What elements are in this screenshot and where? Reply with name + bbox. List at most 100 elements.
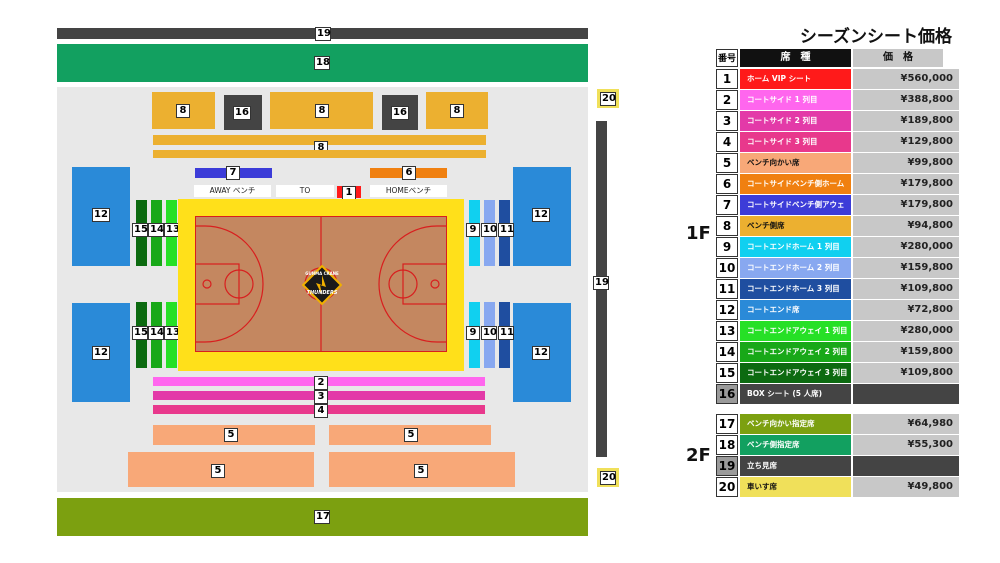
section-10-top-label: 10 <box>481 223 497 237</box>
row-price: ¥159,800 <box>853 342 959 362</box>
logo-text-top: GUNMA CRANE <box>305 271 339 276</box>
section-9-bottom-label: 9 <box>466 326 480 340</box>
row-seat-name: コートエンドアウェイ 2 列目 <box>740 342 851 362</box>
section-8-row[interactable] <box>153 135 486 145</box>
row-number: 16 <box>716 384 738 404</box>
row-seat-name: 車いす席 <box>740 477 851 497</box>
row-price: ¥189,800 <box>853 111 959 131</box>
row-seat-name: 立ち見席 <box>740 456 851 476</box>
row-number: 9 <box>716 237 738 257</box>
section-5-outer-right-label: 5 <box>414 464 428 478</box>
row-number: 1 <box>716 69 738 89</box>
row-seat-name: コートエンドホーム 3 列目 <box>740 279 851 299</box>
header-price: 価 格 <box>853 49 943 67</box>
away-bench: AWAY ベンチ <box>194 185 271 197</box>
row-price: ¥72,800 <box>853 300 959 320</box>
section-15-top-label: 15 <box>132 223 148 237</box>
header-seat: 席 種 <box>740 49 851 67</box>
home-bench: HOMEベンチ <box>370 185 447 197</box>
row-seat-name: ベンチ向かい指定席 <box>740 414 851 434</box>
section-8-center-label: 8 <box>315 104 329 118</box>
row-number: 10 <box>716 258 738 278</box>
floor-2f-label: 2F <box>686 445 711 466</box>
row-price: ¥179,800 <box>853 195 959 215</box>
section-8-row-2[interactable] <box>153 150 486 158</box>
section-16-right-label: 16 <box>391 106 409 120</box>
section-20-top-label: 20 <box>600 92 616 106</box>
section-15-bottom-label: 15 <box>132 326 148 340</box>
row-price: ¥280,000 <box>853 321 959 341</box>
row-number: 2 <box>716 90 738 110</box>
section-20-bottom-label: 20 <box>600 471 616 485</box>
section-4-label: 4 <box>314 404 328 418</box>
section-14-top-label: 14 <box>148 223 164 237</box>
floor-1f-label: 1F <box>686 223 711 244</box>
row-number: 13 <box>716 321 738 341</box>
row-seat-name: コートエンドアウェイ 1 列目 <box>740 321 851 341</box>
row-number: 20 <box>716 477 738 497</box>
section-12-bottom-left-label: 12 <box>92 346 110 360</box>
section-8-left-label: 8 <box>176 104 190 118</box>
row-number: 17 <box>716 414 738 434</box>
section-14-bottom-label: 14 <box>148 326 164 340</box>
section-12-top-left-label: 12 <box>92 208 110 222</box>
row-seat-name: コートエンドホーム 1 列目 <box>740 237 851 257</box>
section-8-right-label: 8 <box>450 104 464 118</box>
section-5-inner-right-label: 5 <box>404 428 418 442</box>
row-number: 6 <box>716 174 738 194</box>
section-7-label: 7 <box>226 166 240 180</box>
row-price <box>853 456 959 476</box>
row-number: 11 <box>716 279 738 299</box>
row-seat-name: コートエンド席 <box>740 300 851 320</box>
basketball-court: GUNMA CRANE THUNDERS <box>195 216 447 352</box>
to-table: TO <box>276 185 334 197</box>
section-11-top-label: 11 <box>498 223 514 237</box>
row-price: ¥49,800 <box>853 477 959 497</box>
row-seat-name: BOX シート (5 人席) <box>740 384 851 404</box>
section-18-label: 18 <box>314 56 330 70</box>
row-seat-name: ベンチ側指定席 <box>740 435 851 455</box>
row-number: 7 <box>716 195 738 215</box>
team-logo: GUNMA CRANE THUNDERS <box>301 264 343 306</box>
row-number: 4 <box>716 132 738 152</box>
row-seat-name: コートサイド 2 列目 <box>740 111 851 131</box>
row-seat-name: コートサイドベンチ側ホーム <box>740 174 851 194</box>
section-13-top-label: 13 <box>164 223 180 237</box>
row-seat-name: コートサイド 3 列目 <box>740 132 851 152</box>
section-17-label: 17 <box>314 510 330 524</box>
row-price: ¥55,300 <box>853 435 959 455</box>
section-2-label: 2 <box>314 376 328 390</box>
row-price: ¥99,800 <box>853 153 959 173</box>
row-price: ¥179,800 <box>853 174 959 194</box>
section-1-label: 1 <box>342 186 356 200</box>
section-5-outer-left-label: 5 <box>211 464 225 478</box>
logo-text-bottom: THUNDERS <box>306 290 338 296</box>
header-number: 番号 <box>716 49 738 67</box>
row-seat-name: コートサイド 1 列目 <box>740 90 851 110</box>
row-price: ¥129,800 <box>853 132 959 152</box>
row-seat-name: ベンチ側席 <box>740 216 851 236</box>
row-seat-name: コートエンドアウェイ 3 列目 <box>740 363 851 383</box>
row-price: ¥159,800 <box>853 258 959 278</box>
row-number: 5 <box>716 153 738 173</box>
section-19-top-label: 19 <box>315 27 331 41</box>
row-seat-name: コートサイドベンチ側アウェイ <box>740 195 851 229</box>
row-seat-name: コートエンドホーム 2 列目 <box>740 258 851 278</box>
row-number: 18 <box>716 435 738 455</box>
row-price: ¥109,800 <box>853 363 959 383</box>
section-10-bottom-label: 10 <box>481 326 497 340</box>
row-price: ¥388,800 <box>853 90 959 110</box>
section-12-top-right-label: 12 <box>532 208 550 222</box>
row-price: ¥94,800 <box>853 216 959 236</box>
section-19-side-label: 19 <box>593 276 609 290</box>
section-9-top-label: 9 <box>466 223 480 237</box>
section-12-bottom-right-label: 12 <box>532 346 550 360</box>
row-number: 15 <box>716 363 738 383</box>
row-number: 14 <box>716 342 738 362</box>
row-price <box>853 384 959 404</box>
row-number: 19 <box>716 456 738 476</box>
row-price: ¥64,980 <box>853 414 959 434</box>
price-table-title: シーズンシート価格 <box>799 27 952 47</box>
row-number: 12 <box>716 300 738 320</box>
row-seat-name: ホーム VIP シート <box>740 69 851 89</box>
